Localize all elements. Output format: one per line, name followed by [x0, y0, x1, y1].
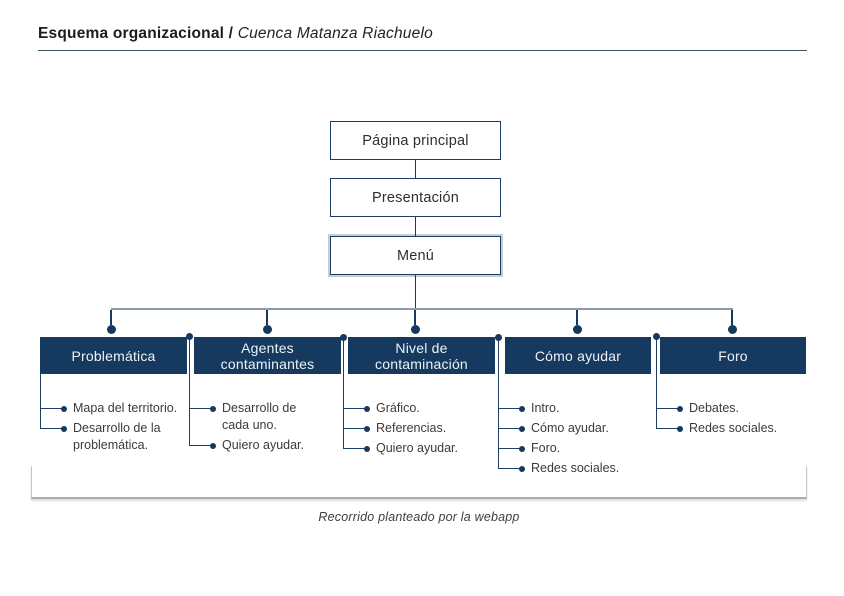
- connector-stub: [498, 408, 522, 410]
- bullet-text: Referencias.: [376, 421, 447, 435]
- bullet-text: Intro.: [531, 401, 560, 415]
- connector-chain-1: [414, 160, 416, 178]
- bullet-text: Gráfico.: [376, 401, 420, 415]
- connector-stub: [498, 468, 522, 470]
- connector-branch-horizontal: [111, 308, 733, 310]
- bullet-icon: [210, 442, 216, 449]
- bullet-text: Desarrollo de cada uno.: [222, 401, 297, 432]
- bullet-item: Debates.: [656, 400, 821, 417]
- node-pagina-principal: Página principal: [330, 121, 501, 160]
- bullet-list-agentes: Desarrollo de cada uno. Quiero ayudar.: [189, 400, 317, 457]
- bullet-text: Cómo ayudar.: [531, 421, 609, 435]
- list-line-foro: [656, 336, 658, 429]
- bullet-icon: [61, 425, 67, 432]
- connector-stub: [343, 448, 367, 450]
- connector-drop-problematica: [110, 310, 112, 325]
- section-box-agentes: Agentes contaminantes: [194, 337, 341, 374]
- bullet-text: Mapa del territorio.: [73, 401, 178, 415]
- bullet-icon: [519, 465, 525, 472]
- list-line-dot-nivel: [340, 333, 347, 341]
- bullet-item: Mapa del territorio.: [40, 400, 190, 417]
- connector-chain-3: [414, 275, 416, 310]
- bullet-icon: [677, 425, 683, 432]
- connector-stub: [498, 448, 522, 450]
- bullet-text: Debates.: [689, 401, 740, 415]
- connector-stub: [656, 408, 680, 410]
- bullet-text: Redes sociales.: [689, 421, 778, 435]
- bullet-icon: [677, 405, 683, 412]
- list-line-dot-como-ayudar: [495, 333, 502, 341]
- bullet-item: Foro.: [498, 440, 663, 457]
- bullet-icon: [519, 405, 525, 412]
- connector-stub: [656, 428, 680, 430]
- bullet-item: Desarrollo de la problemática.: [40, 420, 190, 454]
- node-presentacion: Presentación: [330, 178, 501, 217]
- list-line-agentes: [189, 336, 191, 446]
- page-title: Esquema organizacional / Cuenca Matanza …: [38, 25, 433, 43]
- list-line-como-ayudar: [498, 337, 500, 469]
- section-box-problematica: Problemática: [40, 337, 187, 374]
- connector-dot-nivel: [410, 324, 420, 334]
- section-box-foro: Foro: [660, 337, 806, 374]
- bullet-text: Foro.: [531, 441, 561, 455]
- bullet-text: Quiero ayudar.: [222, 438, 304, 452]
- bullet-item: Referencias.: [343, 420, 508, 437]
- node-menu: Menú: [328, 234, 503, 277]
- title-divider: [38, 50, 807, 52]
- page-title-italic: Cuenca Matanza Riachuelo: [237, 25, 433, 42]
- list-line-dot-agentes: [186, 332, 193, 340]
- connector-chain-2: [414, 217, 416, 236]
- bullet-icon: [364, 405, 370, 412]
- bullet-icon: [519, 425, 525, 432]
- section-box-como-ayudar: Cómo ayudar: [505, 337, 651, 374]
- bullet-item: Intro.: [498, 400, 663, 417]
- connector-stub: [498, 428, 522, 430]
- bullet-icon: [364, 445, 370, 452]
- bullet-icon: [61, 405, 67, 412]
- connector-drop-foro: [731, 310, 733, 325]
- connector-stub: [40, 428, 64, 430]
- connector-drop-agentes: [266, 310, 268, 325]
- bullet-item: Desarrollo de cada uno.: [189, 400, 317, 434]
- bullet-item: Gráfico.: [343, 400, 508, 417]
- bullet-list-como-ayudar: Intro. Cómo ayudar. Foro. Redes sociales.: [498, 400, 663, 480]
- bullet-item: Cómo ayudar.: [498, 420, 663, 437]
- bullet-text: Redes sociales.: [531, 461, 620, 475]
- connector-dot-foro: [727, 324, 737, 334]
- connector-stub: [343, 408, 367, 410]
- list-line-dot-foro: [653, 332, 660, 340]
- connector-dot-agentes: [262, 324, 272, 334]
- bullet-icon: [210, 405, 216, 412]
- bullet-list-foro: Debates. Redes sociales.: [656, 400, 821, 440]
- connector-dot-como-ayudar: [572, 324, 582, 334]
- connector-drop-como-ayudar: [576, 310, 578, 325]
- bullet-text: Quiero ayudar.: [376, 441, 458, 455]
- list-line-problematica: [40, 374, 42, 429]
- bullet-list-nivel: Gráfico. Referencias. Quiero ayudar.: [343, 400, 508, 460]
- connector-drop-nivel: [414, 310, 416, 325]
- bullet-item: Redes sociales.: [498, 460, 663, 477]
- bullet-item: Quiero ayudar.: [189, 437, 317, 454]
- bullet-icon: [519, 445, 525, 452]
- connector-stub: [189, 445, 213, 447]
- connector-dot-problematica: [106, 324, 116, 334]
- bullet-list-problematica: Mapa del territorio. Desarrollo de la pro…: [40, 400, 190, 457]
- connector-stub: [40, 408, 64, 410]
- list-line-nivel: [343, 337, 345, 449]
- bullet-text: Desarrollo de la problemática.: [73, 421, 161, 452]
- bullet-icon: [364, 425, 370, 432]
- connector-stub: [189, 408, 213, 410]
- bullet-item: Quiero ayudar.: [343, 440, 508, 457]
- section-box-nivel: Nivel de contaminación: [348, 337, 495, 374]
- footer-bracket: [31, 466, 807, 499]
- bullet-item: Redes sociales.: [656, 420, 821, 437]
- footer-caption: Recorrido planteado por la webapp: [318, 510, 520, 524]
- page-title-bold: Esquema organizacional /: [38, 25, 234, 42]
- connector-stub: [343, 428, 367, 430]
